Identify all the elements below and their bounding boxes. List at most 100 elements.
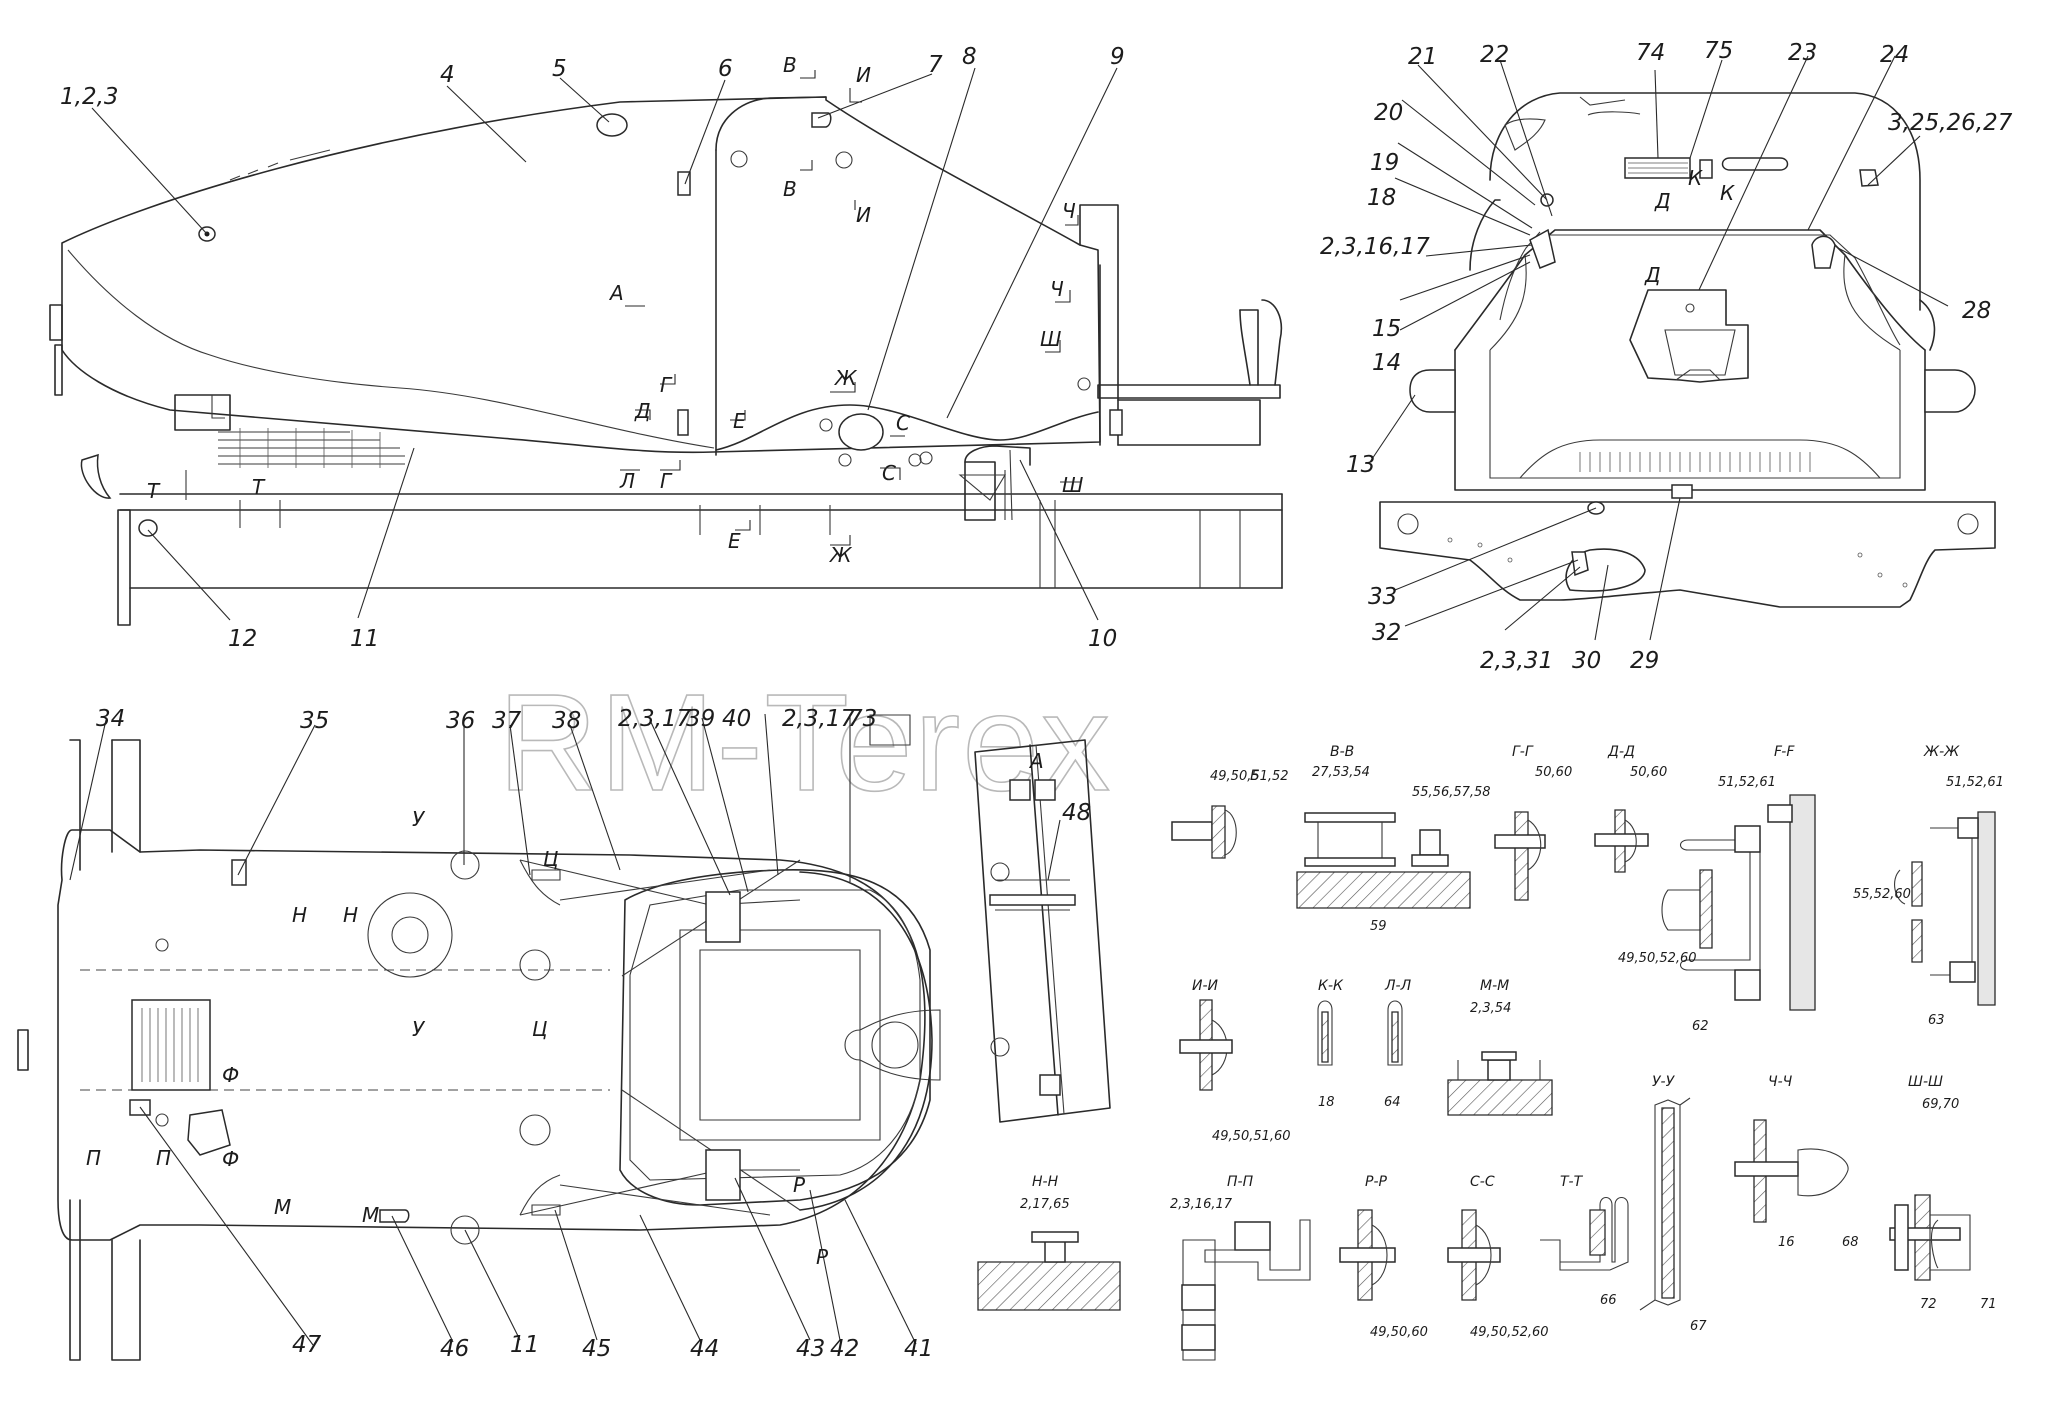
section-mark: П: [156, 1146, 171, 1170]
section-mark: Ш: [1040, 327, 1061, 351]
section-details: [977, 794, 1996, 1361]
section-mark: А: [608, 281, 624, 305]
section-mark: Р: [816, 1245, 829, 1269]
section-mark: Р: [793, 1173, 806, 1197]
callout-label: 3,25,26,27: [1888, 110, 2013, 136]
callout-label: 2,3,17: [618, 706, 692, 732]
section-item-labels: 49,50,51,52 27,53,54 55,56,57,58 59 50,6…: [1020, 765, 2004, 1340]
section-mark: В: [783, 53, 797, 77]
section-title: Н-Н: [1032, 1174, 1059, 1190]
section-title: С-С: [1470, 1174, 1495, 1190]
callout-label: 7: [928, 52, 943, 78]
section-item-label: 49,50,51,52: [1210, 769, 1289, 784]
callout-label: 4: [440, 62, 455, 88]
callout-label: 37: [492, 708, 522, 734]
section-mark: Ц: [543, 847, 559, 871]
section-item-label: 69,70: [1922, 1097, 1959, 1112]
callout-label: 34: [96, 706, 125, 732]
section-mark: Ж: [828, 543, 853, 567]
section-mark: И: [856, 203, 871, 227]
callout-label: 1,2,3: [60, 84, 119, 110]
callout-label: 48: [1062, 800, 1091, 826]
callout-label: 45: [582, 1336, 611, 1362]
section-title: И-И: [1192, 978, 1219, 994]
section-item-label: 16: [1778, 1235, 1795, 1250]
callout-label: 20: [1374, 100, 1403, 126]
section-item-label: 72: [1920, 1297, 1937, 1312]
section-item-label: 55,56,57,58: [1412, 785, 1491, 800]
section-title: К-К: [1318, 978, 1344, 994]
callout-label: 2,3,17: [782, 706, 856, 732]
callout-label: 18: [1367, 185, 1396, 211]
section-mark: Г: [660, 373, 673, 397]
section-item-label: 49,50,52,60: [1470, 1325, 1549, 1340]
section-title: Ч-Ч: [1768, 1074, 1793, 1090]
callout-label: 23: [1788, 40, 1817, 66]
callout-label: 29: [1630, 648, 1659, 674]
callout-label: 32: [1372, 620, 1401, 646]
section-mark: Т: [252, 475, 266, 499]
section-item-label: 49,50,60: [1370, 1325, 1428, 1340]
watermark: RM-Terex: [498, 666, 1112, 820]
section-mark: Т: [147, 479, 161, 503]
callout-labels: 1,2,3 4 5 6 7 8 9 10 11 12 21 22 74 75 2…: [60, 38, 2013, 1362]
section-item-label: 68: [1842, 1235, 1859, 1250]
callout-label: 46: [440, 1336, 469, 1362]
section-item-label: 67: [1690, 1319, 1707, 1334]
section-item-label: 2,3,16,17: [1170, 1197, 1233, 1212]
front-view: [1379, 92, 1996, 608]
section-item-label: 55,52,60: [1853, 887, 1911, 902]
callout-label: 6: [718, 56, 733, 82]
section-item-label: 49,50,51,60: [1212, 1129, 1291, 1144]
section-mark: Ч: [1050, 277, 1064, 301]
section-title: У-У: [1652, 1074, 1676, 1090]
callout-label: 42: [830, 1336, 859, 1362]
callout-label: 75: [1704, 38, 1733, 64]
callout-label: 39: [686, 706, 715, 732]
section-item-label: 2,3,54: [1470, 1001, 1511, 1016]
section-title: П-П: [1227, 1174, 1254, 1190]
section-a-view: [974, 739, 1111, 1123]
callout-label: 38: [552, 708, 581, 734]
section-marks: В И В И Ч Ч Ш Ш А Г Д Л Г Е Е Ж Ж С С Т …: [86, 53, 1735, 1269]
section-title: Л-Л: [1384, 978, 1412, 994]
callout-label: 11: [350, 626, 379, 652]
callout-label: 5: [552, 56, 567, 82]
section-item-label: 62: [1692, 1019, 1709, 1034]
callout-label: 47: [292, 1332, 322, 1358]
section-title: Р-Р: [1365, 1174, 1387, 1190]
plan-louvre-panel: [131, 999, 211, 1091]
section-mark: С: [896, 411, 910, 435]
callout-label: 15: [1372, 316, 1401, 342]
section-item-label: 49,50,52,60: [1618, 951, 1697, 966]
callout-label: 2,3,16,17: [1320, 234, 1430, 260]
section-mark: М: [274, 1195, 291, 1219]
section-mark: С: [882, 461, 896, 485]
section-mark: И: [856, 63, 871, 87]
section-item-label: 50,60: [1535, 765, 1572, 780]
callout-label: 28: [1962, 298, 1991, 324]
section-mark: Д: [1644, 263, 1661, 287]
section-title: Т-Т: [1560, 1174, 1584, 1190]
section-mark: У: [412, 1017, 426, 1041]
leader-lines: [69, 55, 1949, 1346]
section-mark: Ш: [1062, 473, 1083, 497]
callout-label: 33: [1368, 584, 1397, 610]
section-item-label: 27,53,54: [1312, 765, 1370, 780]
side-view: [49, 96, 1283, 626]
section-mark: Е: [728, 529, 741, 553]
section-title: Б: [1250, 768, 1260, 784]
section-mark: М: [362, 1203, 379, 1227]
callout-label: 21: [1408, 44, 1437, 70]
callout-label: 22: [1480, 42, 1509, 68]
section-mark: Ф: [222, 1147, 239, 1171]
callout-label: 2,3,31: [1480, 648, 1553, 674]
section-item-label: 59: [1370, 919, 1387, 934]
callout-label: 9: [1110, 44, 1125, 70]
callout-label: 41: [904, 1336, 933, 1362]
section-mark: К: [1688, 166, 1703, 190]
section-mark: Ж: [833, 366, 858, 390]
section-mark: В: [783, 177, 797, 201]
